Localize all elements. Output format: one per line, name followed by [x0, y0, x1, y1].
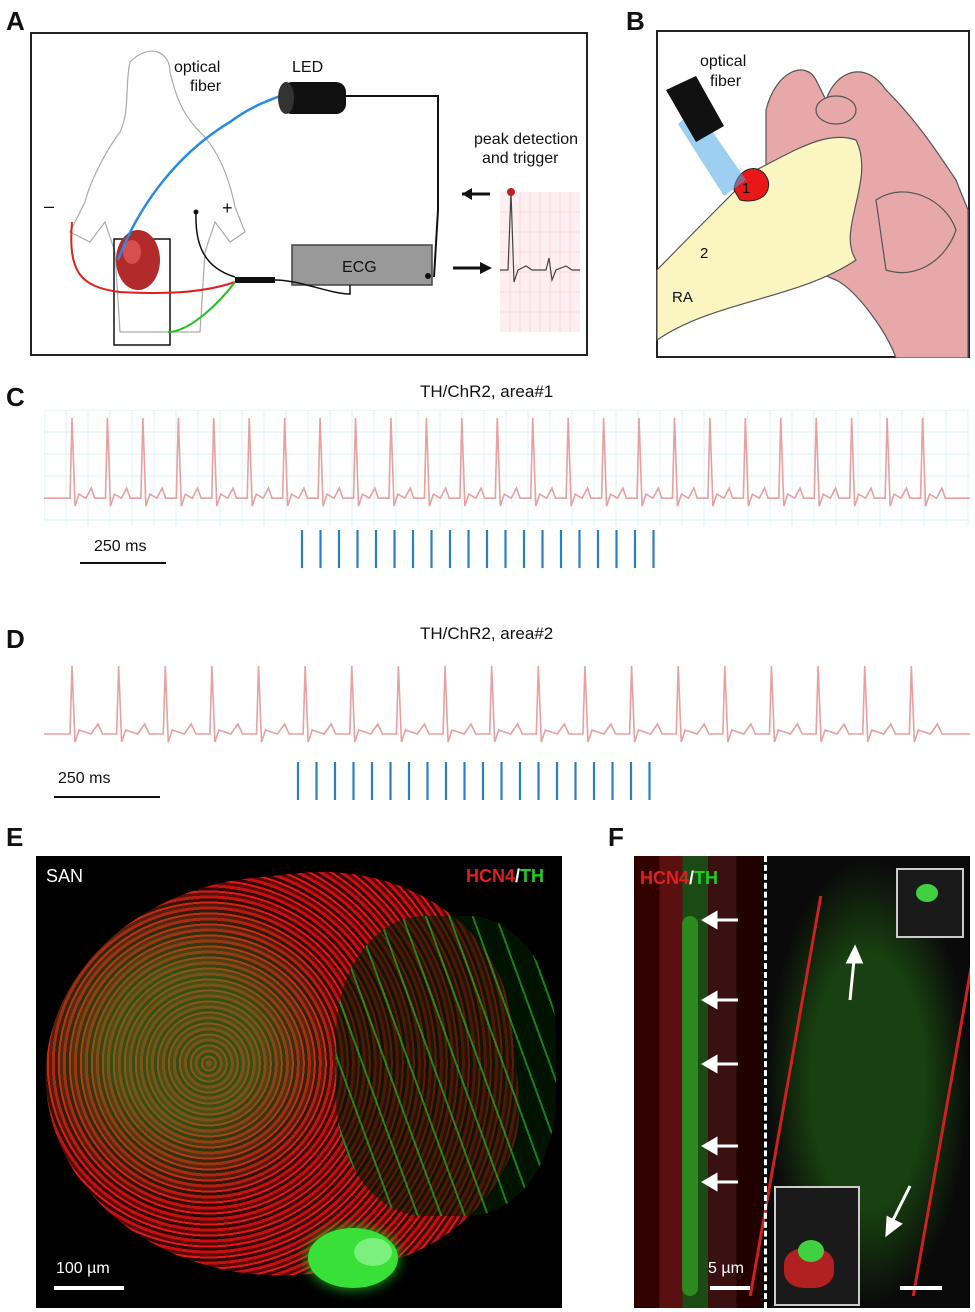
panel-f-arrows — [701, 910, 912, 1238]
panel-f-scale-label: 5 µm — [708, 1260, 744, 1277]
stain-separator: / — [514, 866, 520, 886]
peak-label-2: and trigger — [482, 150, 559, 167]
panel-e-scale-label: 100 µm — [56, 1260, 110, 1277]
panel-c-label: C — [6, 382, 25, 412]
panel-b-label: B — [626, 6, 645, 36]
panel-f-inset-top — [896, 868, 964, 938]
optical-fiber — [116, 94, 281, 261]
panel-c-ecg-trace — [44, 410, 970, 526]
panel-f-label: F — [608, 822, 624, 852]
panel-e-scale-bar — [54, 1286, 124, 1290]
stain-separator: / — [689, 868, 695, 888]
mouse-outline — [69, 50, 246, 333]
panel-d-label: D — [6, 624, 25, 654]
stain-th: TH — [520, 866, 544, 886]
optical-fiber-label-1: optical — [174, 59, 220, 76]
area-1-label: 1 — [742, 180, 750, 197]
optical-fiber-label-2: fiber — [710, 73, 742, 90]
panel-f-divider — [764, 856, 767, 1308]
led-label: LED — [292, 59, 323, 76]
area-2-label: 2 — [700, 245, 708, 262]
panel-d-scale-label: 250 ms — [58, 770, 111, 787]
panel-c-title: TH/ChR2, area#1 — [420, 382, 554, 401]
panel-d-scale-bar — [54, 796, 160, 798]
panel-c-scale-bar — [80, 562, 166, 564]
ecg-waveform — [44, 665, 970, 743]
optical-fiber-probe — [666, 76, 724, 142]
panel-c-scale-label: 250 ms — [94, 538, 147, 555]
minus-label: – — [44, 196, 54, 216]
plus-label: + — [222, 198, 233, 218]
panel-d-title: TH/ChR2, area#2 — [420, 624, 554, 643]
panel-f-scale-bar-left — [710, 1286, 750, 1290]
stain-th: TH — [694, 868, 719, 888]
stain-hcn4: HCN4 — [465, 866, 515, 886]
panel-a-diagram: optical fiber LED peak detection and tri… — [30, 32, 588, 356]
panel-f-micrograph: HCN4/TH 5 µm — [634, 856, 970, 1308]
panel-f-inset-bottom — [774, 1186, 860, 1306]
optical-fiber-label-2: fiber — [190, 78, 222, 95]
panel-c-stim-pulses — [300, 530, 655, 568]
panel-d-ecg-trace — [44, 665, 970, 743]
panel-e-micrograph: SAN HCN4/TH 100 µm — [36, 856, 562, 1308]
ecg-box — [291, 244, 433, 286]
ecg-waveform — [44, 417, 970, 507]
ecg-label: ECG — [342, 259, 377, 276]
panel-a-label: A — [6, 6, 25, 36]
panel-f-stain-label: HCN4/TH — [640, 868, 718, 889]
panel-e-label: E — [6, 822, 24, 852]
panel-e-stain-label: HCN4/TH — [466, 866, 544, 887]
optical-fiber-label-1: optical — [700, 53, 746, 70]
panel-e-region-label: SAN — [46, 866, 84, 886]
peak-label-1: peak detection — [474, 131, 578, 148]
panel-b-diagram: optical fiber 1 2 RA — [656, 30, 970, 358]
ra-label: RA — [672, 289, 693, 306]
led-icon — [282, 82, 346, 114]
panel-f-scale-bar-right — [900, 1286, 942, 1290]
panel-d-stim-pulses — [296, 762, 651, 800]
stain-hcn4: HCN4 — [640, 868, 690, 888]
